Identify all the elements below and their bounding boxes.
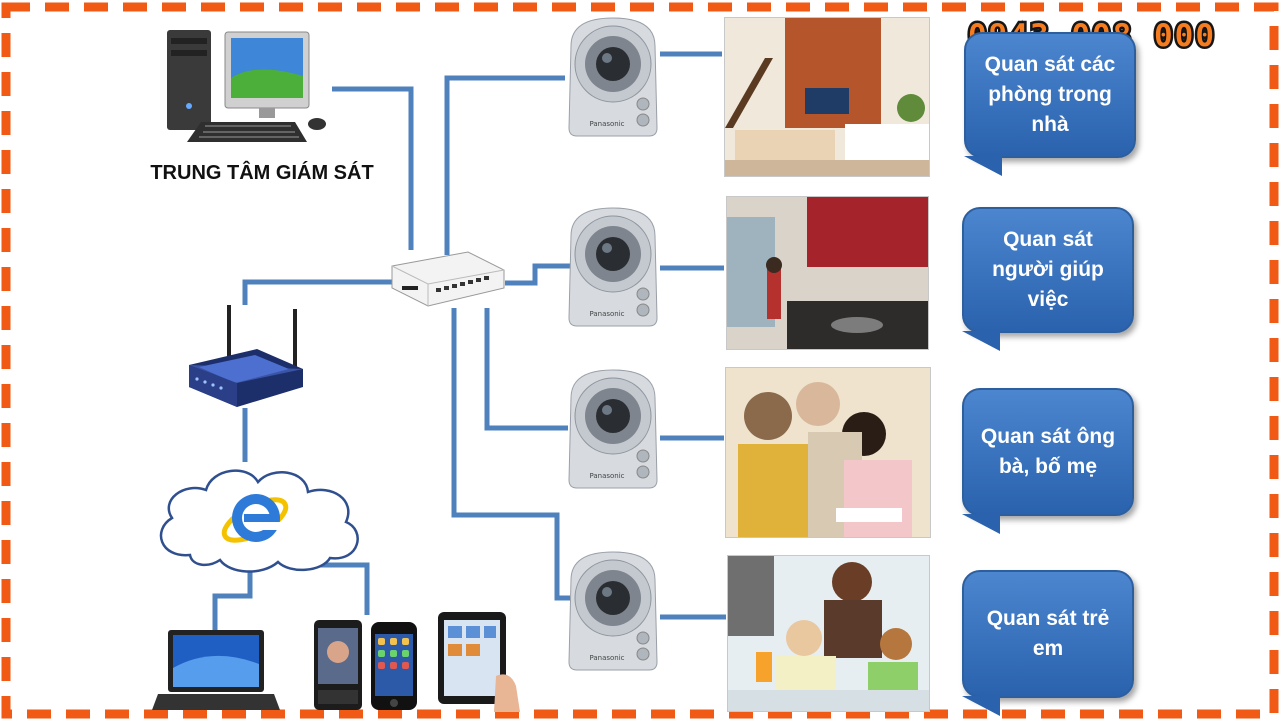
photo-kitchen [726,196,929,350]
laptop [152,628,280,714]
photo-living-room [724,17,930,177]
desktop-computer-icon [167,30,326,142]
wire-switch-router [242,279,392,305]
bubble-grandparents-tail [962,514,1000,534]
ip-camera-4: Panasonic [563,550,663,672]
laptop-icon [152,630,280,710]
wireless-router [185,303,307,411]
wire-switch-camera4 [451,308,570,601]
bubble-housekeeper-tail [962,331,1000,351]
bubble-rooms-text: Quan sát các phòng trong nhà [984,53,1116,136]
smartphone [312,618,364,712]
photo-children [727,555,930,712]
photo-grandparents [725,367,931,538]
network-switch [388,248,508,310]
internet-explorer-icon [221,494,289,543]
smartphone-icon [314,620,362,710]
iphone [369,620,419,712]
bubble-grandparents-text: Quan sát ông bà, bố mẹ [980,425,1116,478]
ip-camera-1: Panasonic [563,16,663,138]
bubble-children: Quan sát trẻ em [962,570,1134,698]
camera-brand: Panasonic [589,310,624,318]
bubble-children-text: Quan sát trẻ em [986,607,1110,660]
wire-computer-switch [332,86,414,250]
bubble-children-tail [962,696,1000,716]
desktop-computer [165,26,335,150]
wire-switch-camera2 [505,263,570,286]
ip-camera-3: Panasonic [563,368,663,490]
bubble-rooms: Quan sát các phòng trong nhà [964,32,1136,158]
bubble-rooms-tail [964,156,1002,176]
ip-camera-icon: Panasonic [568,551,658,671]
internet-cloud [150,460,370,575]
wireless-router-icon [189,305,303,407]
camera-brand: Panasonic [589,472,624,480]
wire-switch-camera3 [484,308,568,431]
ip-camera-icon: Panasonic [568,369,658,489]
bubble-grandparents: Quan sát ông bà, bố mẹ [962,388,1134,516]
ip-camera-2: Panasonic [563,206,663,328]
tablet [436,610,522,714]
bubble-housekeeper-text: Quan sát người giúp việc [992,228,1104,311]
camera-brand: Panasonic [589,120,624,128]
network-switch-icon [391,251,505,307]
tablet-icon [438,612,520,712]
iphone-icon [371,622,417,710]
wire-switch-camera1 [444,75,565,255]
ip-camera-icon: Panasonic [568,17,658,137]
camera-brand: Panasonic [589,654,624,662]
monitoring-center-label: TRUNG TÂM GIÁM SÁT [150,162,374,184]
ip-camera-icon: Panasonic [568,207,658,327]
bubble-housekeeper: Quan sát người giúp việc [962,207,1134,333]
wire-cloud-laptop [212,572,253,630]
